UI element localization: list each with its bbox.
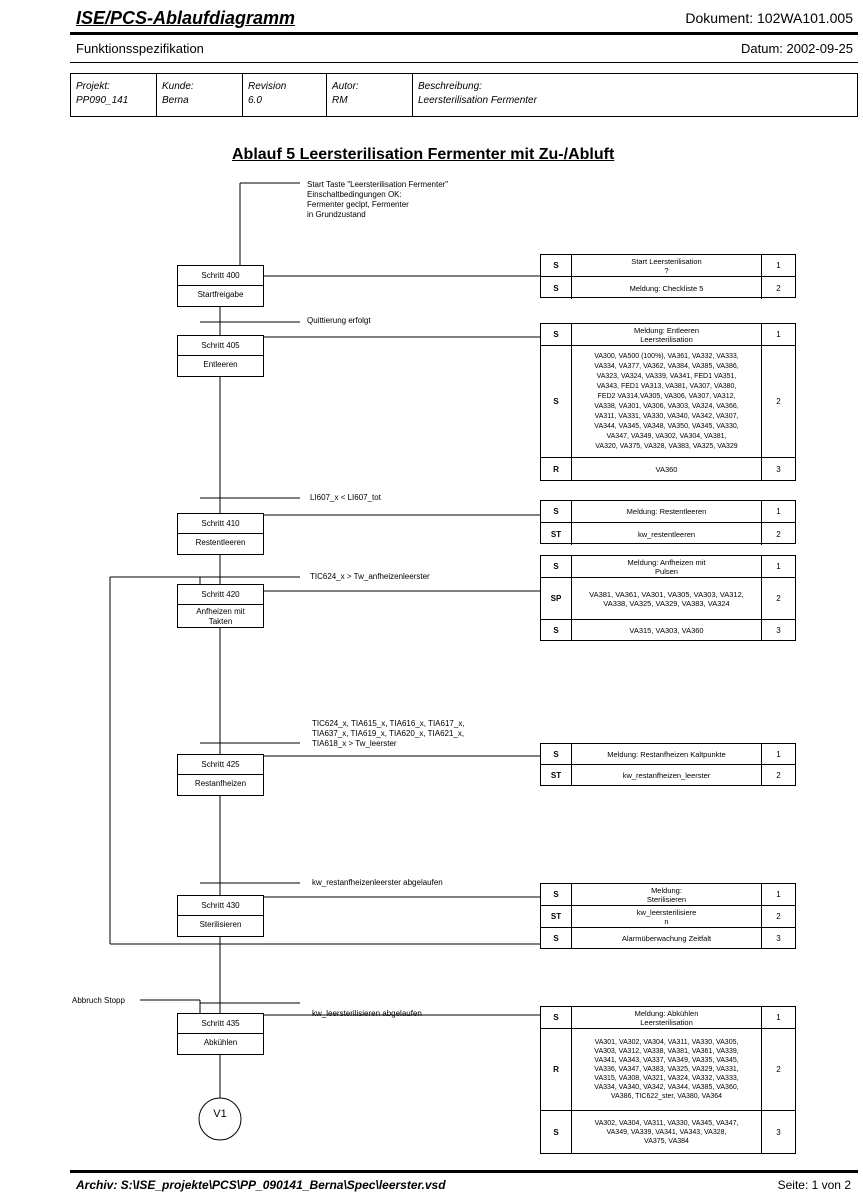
- document-subtitle: Funktionsspezifikation: [76, 41, 204, 56]
- archive-path: Archiv: S:\ISE_projekte\PCS\PP_090141_Be…: [76, 1178, 446, 1192]
- transition-405-note: Quittierung erfolgt: [307, 316, 371, 325]
- step-number: Schritt 405: [178, 336, 263, 356]
- step-number: Schritt 400: [178, 266, 263, 286]
- step-number: Schritt 425: [178, 755, 263, 775]
- step-name: Restentleeren: [195, 538, 246, 547]
- step-name: Sterilisieren: [199, 920, 242, 929]
- step-box: Schritt 435 Abkühlen: [177, 1013, 264, 1055]
- project-cell: Projekt:PP090_141: [71, 74, 157, 116]
- page-number: Seite: 1 von 2: [777, 1178, 851, 1192]
- step-box: Schritt 430 Sterilisieren: [177, 895, 264, 937]
- step-name: Restanfheizen: [194, 779, 247, 788]
- step-number: Schritt 430: [178, 896, 263, 916]
- step-box: Schritt 400 Startfreigabe: [177, 265, 264, 307]
- abort-stop-note: Abbruch Stopp: [72, 996, 125, 1005]
- step-box: Schritt 410 Restentleeren: [177, 513, 264, 555]
- step-name: Entleeren: [203, 360, 238, 369]
- step-name: Startfreigabe: [197, 290, 244, 299]
- document-number: Dokument: 102WA101.005: [685, 10, 853, 26]
- step-box: Schritt 420 Anfheizen mit Takten: [177, 584, 264, 628]
- transition-430-note: kw_restanfheizenleerster abgelaufen: [312, 878, 443, 887]
- end-connector-label: V1: [213, 1108, 227, 1120]
- customer-cell: Kunde:Berna: [157, 74, 243, 116]
- step-number: Schritt 420: [178, 585, 263, 605]
- footer-rule: [70, 1170, 858, 1173]
- step-number: Schritt 410: [178, 514, 263, 534]
- step-name: Abkühlen: [203, 1038, 238, 1047]
- description-cell: Beschreibung:Leersterilisation Fermenter: [418, 81, 537, 106]
- start-condition-note: Start Taste "Leersterilisation Fermenter…: [307, 180, 449, 219]
- transition-410-note: LI607_x < LI607_tot: [310, 493, 381, 502]
- document-title: ISE/PCS-Ablaufdiagramm: [76, 8, 296, 28]
- author-cell: Autor:RM: [327, 74, 413, 116]
- step-box: Schritt 405 Entleeren: [177, 335, 264, 377]
- transition-435-note: kw_leersterilisieren abgelaufen: [312, 1009, 422, 1018]
- transition-420-note: TIC624_x > Tw_anfheizenleerster: [310, 572, 430, 581]
- step-box: Schritt 425 Restanfheizen: [177, 754, 264, 796]
- document-date: Datum: 2002-09-25: [740, 41, 853, 56]
- diagram-title: Ablauf 5 Leersterilisation Fermenter mit…: [232, 146, 615, 163]
- transition-425-note: TIC624_x, TIA615_x, TIA616_x, TIA617_x, …: [312, 719, 465, 748]
- step-number: Schritt 435: [178, 1014, 263, 1034]
- header-rule: [70, 32, 858, 35]
- step-name: Anfheizen mit Takten: [196, 607, 245, 626]
- subheader-rule: [70, 62, 858, 63]
